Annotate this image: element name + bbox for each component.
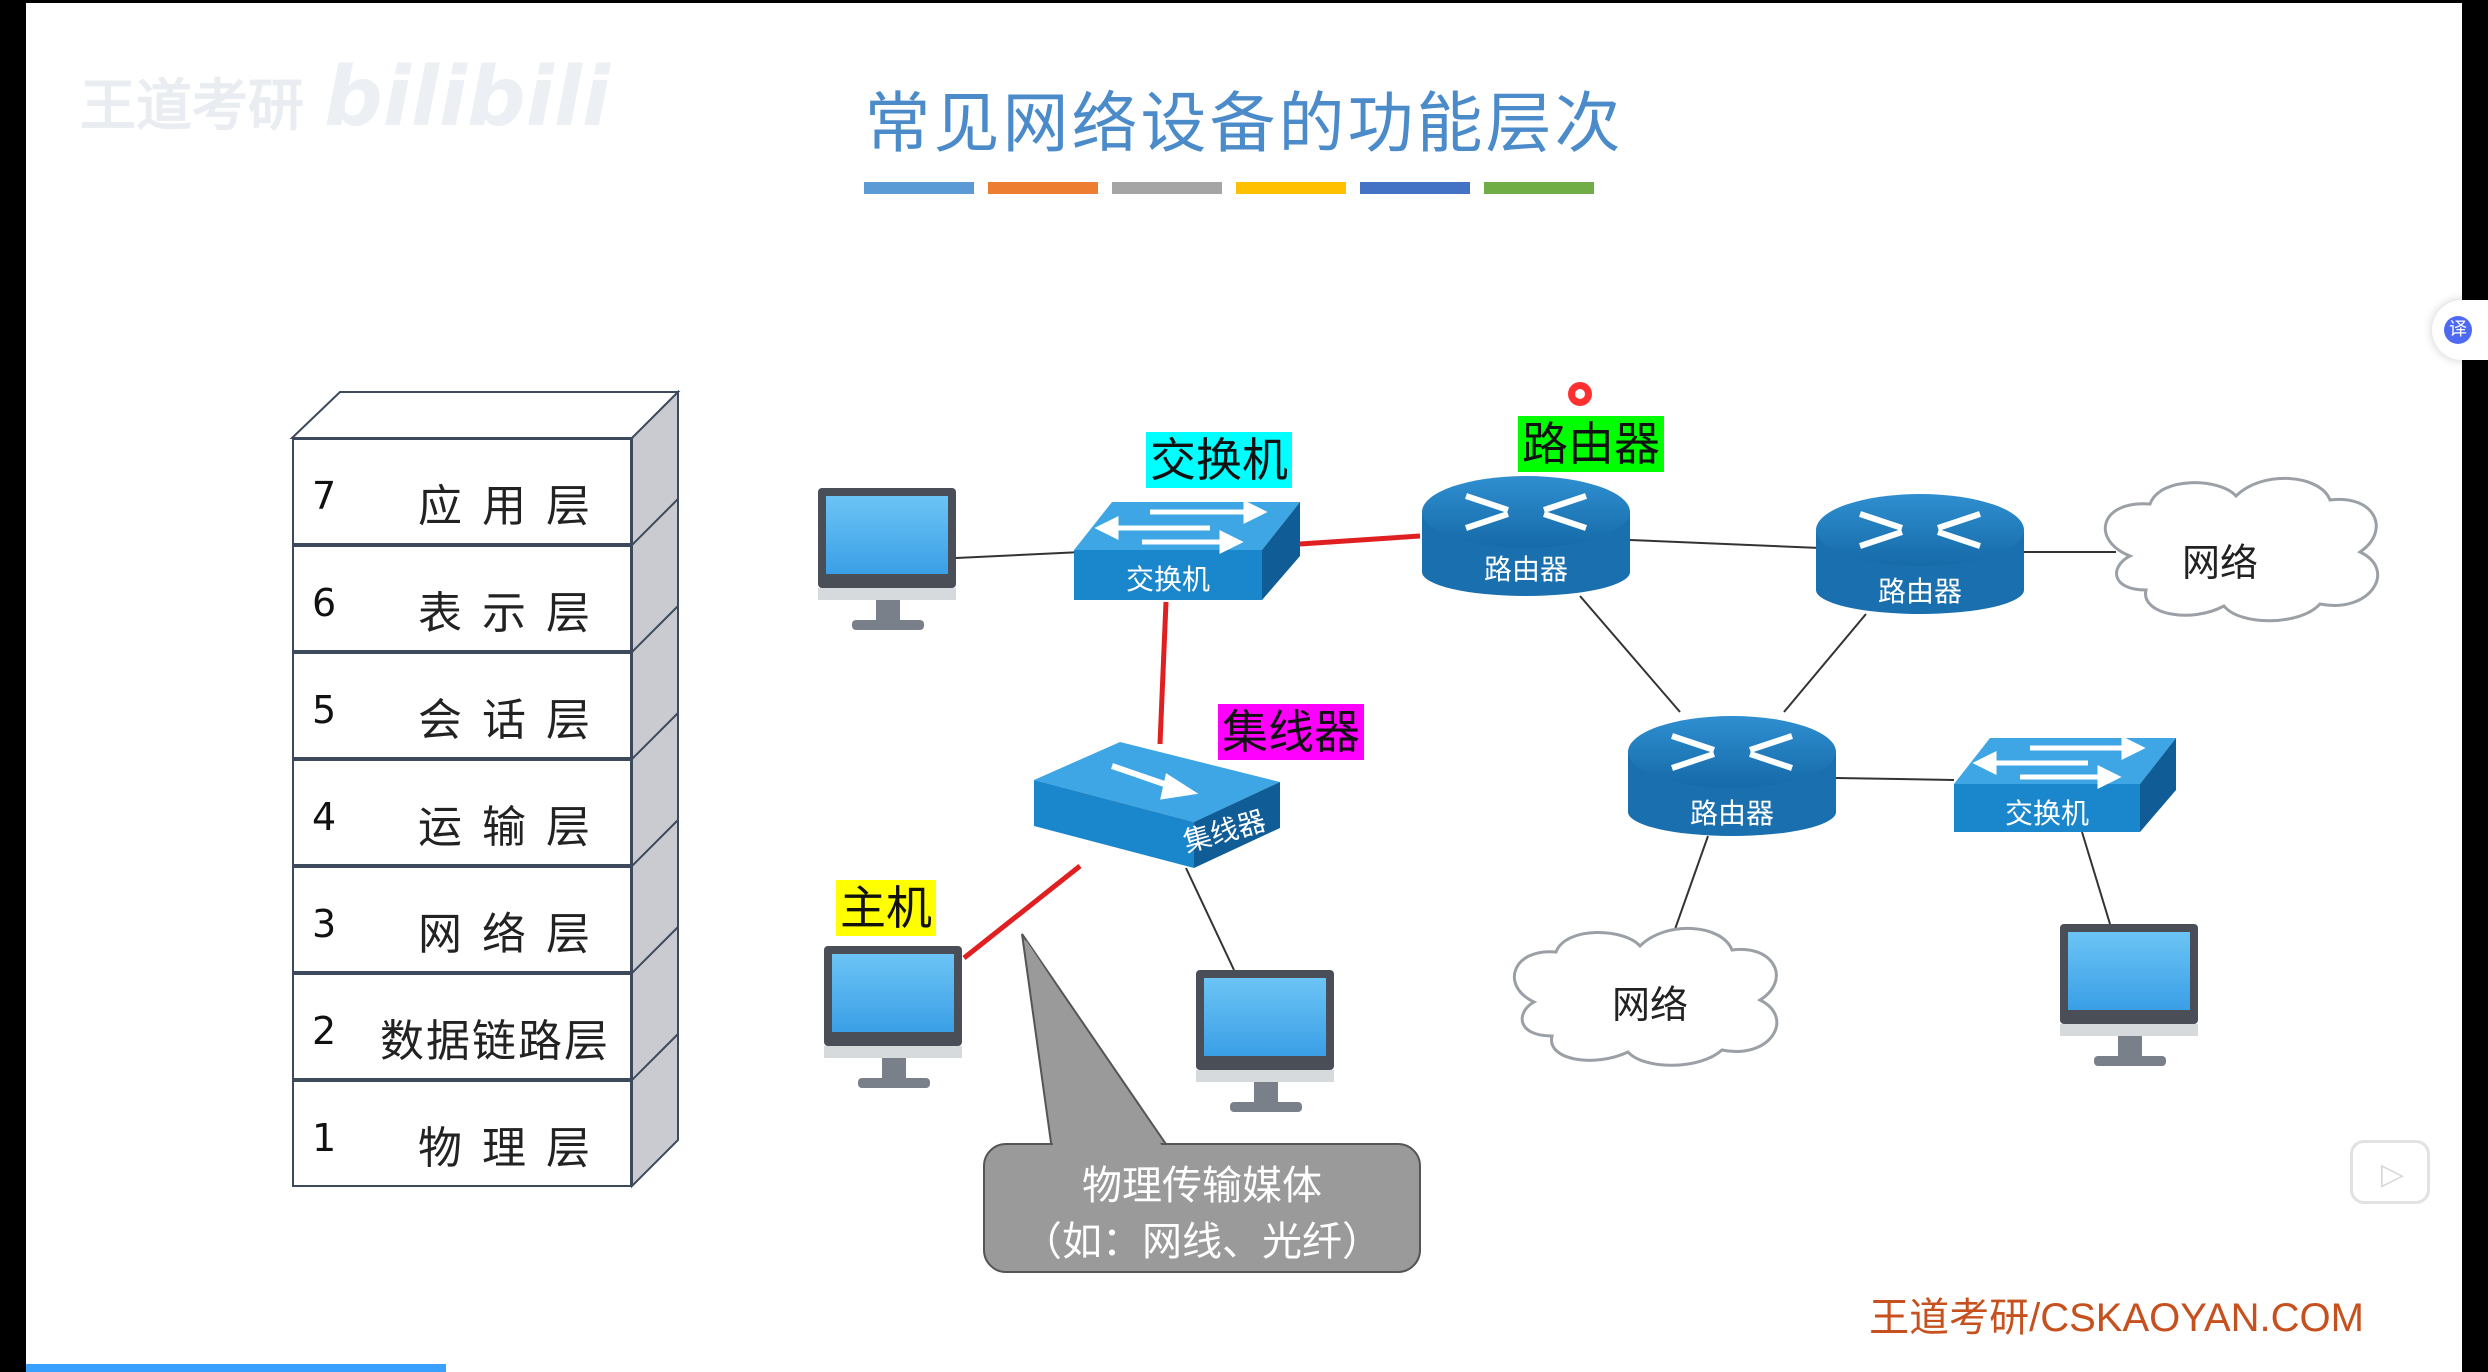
title-bar-3 bbox=[1112, 182, 1222, 194]
layer-number: 2 bbox=[312, 1009, 337, 1053]
switch-icon-1 bbox=[1074, 499, 1300, 600]
title-color-bars bbox=[864, 182, 1594, 194]
host-computer-icon-4 bbox=[2060, 924, 2198, 1066]
router-label: 路由器 bbox=[1518, 416, 1664, 472]
osi-layer-2: 2 数据链路层 bbox=[292, 973, 632, 1080]
title-bar-1 bbox=[864, 182, 974, 194]
link-router3-switch2 bbox=[1835, 777, 1955, 781]
callout-bubble bbox=[983, 933, 1421, 1273]
link-hub-host-physical bbox=[962, 864, 1082, 960]
osi-layer-7: 7 应用层 bbox=[292, 438, 632, 545]
cloud1-text: 网络 bbox=[2182, 541, 2259, 585]
link-router1-router3 bbox=[1579, 595, 1681, 713]
right-letterbox bbox=[2462, 0, 2488, 1372]
router3-text: 路由器 bbox=[1689, 797, 1774, 830]
switch-label: 交换机 bbox=[1146, 432, 1292, 488]
osi-layer-3: 3 网络层 bbox=[292, 866, 632, 973]
layer-number: 1 bbox=[312, 1116, 337, 1160]
layer-number: 3 bbox=[312, 902, 337, 946]
highlight-links bbox=[962, 533, 1421, 960]
watermark: 王道考研 bilibili bbox=[80, 50, 610, 145]
cloud-icon-2 bbox=[1512, 926, 1779, 1067]
layer-name: 网络层 bbox=[418, 909, 610, 960]
link-host-switch bbox=[955, 551, 1083, 559]
cloud2-text: 网络 bbox=[1612, 983, 1689, 1027]
play-button[interactable]: ▷ bbox=[2350, 1140, 2430, 1204]
links bbox=[955, 539, 2116, 971]
translate-icon: 译 bbox=[2444, 316, 2472, 344]
layer-name: 应用层 bbox=[418, 481, 610, 532]
title-bar-4 bbox=[1236, 182, 1346, 194]
layer-name: 运输层 bbox=[418, 802, 610, 853]
router1-text: 路由器 bbox=[1483, 553, 1568, 586]
switch-icon-2 bbox=[1954, 735, 2176, 832]
title-bar-5 bbox=[1360, 182, 1470, 194]
router2-text: 路由器 bbox=[1877, 575, 1962, 608]
link-router3-cloud bbox=[1673, 835, 1709, 933]
osi-layer-4: 4 运输层 bbox=[292, 759, 632, 866]
layer-name: 物理层 bbox=[418, 1123, 610, 1174]
bilibili-logo: bilibili bbox=[324, 50, 611, 145]
layer-name: 会话层 bbox=[418, 695, 610, 746]
switch2-text: 交换机 bbox=[2004, 797, 2089, 830]
link-switch2-host bbox=[2081, 831, 2111, 925]
watermark-text: 王道考研 bbox=[80, 74, 304, 139]
cloud-icon-1 bbox=[2103, 477, 2380, 623]
host-computer-icon-3 bbox=[1196, 970, 1334, 1112]
layer-number: 5 bbox=[312, 688, 337, 732]
laser-pointer bbox=[1568, 382, 1592, 406]
callout-line-1: 物理传输媒体 bbox=[1082, 1163, 1322, 1209]
callout-text: 物理传输媒体 （如：网线、光纤） bbox=[984, 1158, 1420, 1270]
title-bar-6 bbox=[1484, 182, 1594, 194]
router-icon-1 bbox=[1422, 476, 1630, 596]
link-router1-router2 bbox=[1629, 539, 1821, 549]
osi-layer-6: 6 表示层 bbox=[292, 545, 632, 652]
router-icon-3 bbox=[1628, 716, 1836, 836]
hub-label: 集线器 bbox=[1218, 704, 1364, 760]
link-router2-router3 bbox=[1783, 613, 1867, 713]
slide-title: 常见网络设备的功能层次 bbox=[864, 85, 1624, 162]
router-icon-2 bbox=[1816, 494, 2024, 614]
host-computer-icon-2 bbox=[824, 946, 962, 1088]
play-icon: ▷ bbox=[2381, 1157, 2405, 1192]
host-computer-icon-1 bbox=[818, 488, 956, 630]
layer-number: 7 bbox=[312, 474, 337, 518]
switch1-text: 交换机 bbox=[1125, 563, 1210, 596]
link-hub-host bbox=[1185, 867, 1235, 971]
callout-line-2: （如：网线、光纤） bbox=[1022, 1219, 1382, 1265]
hub-icon bbox=[1034, 742, 1280, 868]
progress-bar[interactable] bbox=[26, 1364, 446, 1372]
link-switch-hub bbox=[1157, 601, 1169, 745]
left-letterbox bbox=[0, 0, 26, 1372]
host-label: 主机 bbox=[836, 880, 936, 936]
layer-name: 表示层 bbox=[418, 588, 610, 639]
layer-name: 数据链路层 bbox=[380, 1016, 610, 1067]
translate-button[interactable]: 译 bbox=[2432, 300, 2488, 360]
layer-number: 4 bbox=[312, 795, 337, 839]
brand-footer: 王道考研/CSKAOYAN.COM bbox=[1869, 1296, 2364, 1340]
top-border bbox=[0, 0, 2488, 3]
osi-layer-1: 1 物理层 bbox=[292, 1080, 632, 1187]
layer-number: 6 bbox=[312, 581, 337, 625]
title-bar-2 bbox=[988, 182, 1098, 194]
osi-layer-5: 5 会话层 bbox=[292, 652, 632, 759]
link-switch-router bbox=[1299, 533, 1421, 547]
